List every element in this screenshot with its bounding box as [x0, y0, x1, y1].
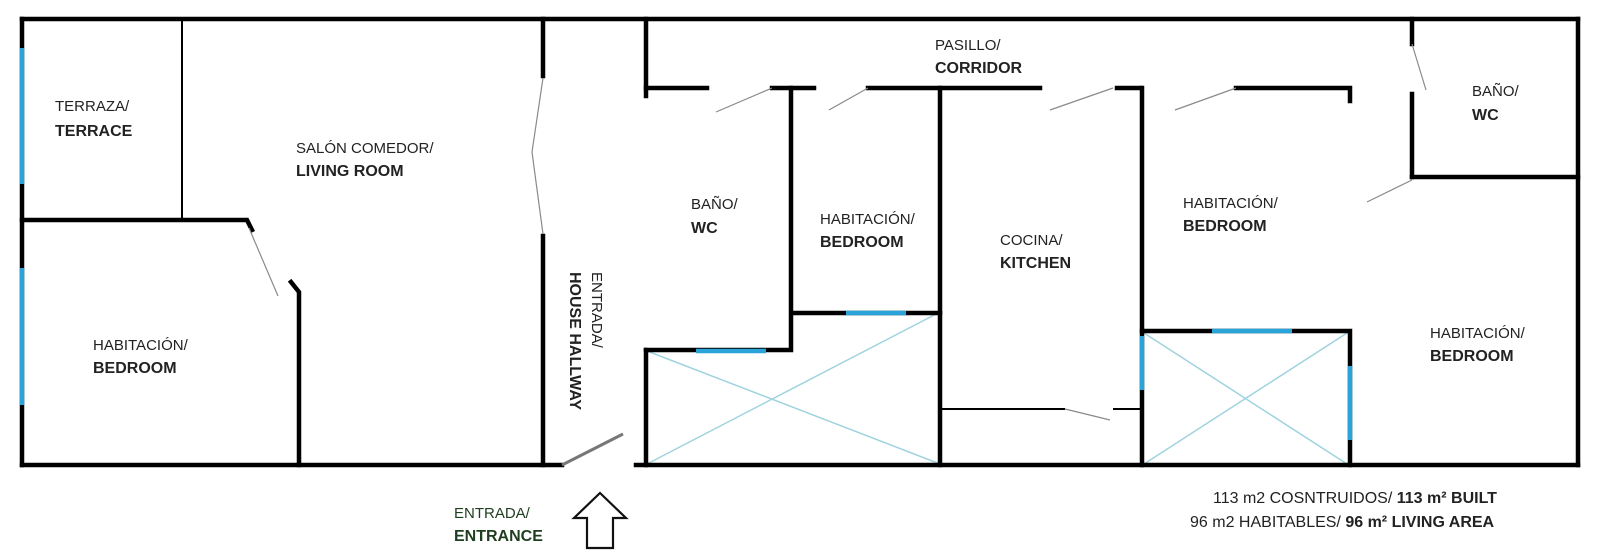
- area-living: 96 m2 HABITABLES/ 96 m² LIVING AREA: [1190, 514, 1495, 531]
- bedroom-right-label-en: BEDROOM: [1430, 348, 1514, 365]
- wc1-label-en: WC: [691, 220, 718, 237]
- hallway-label-es: ENTRADA/: [588, 272, 605, 349]
- wc2-label-es: BAÑO/: [1472, 83, 1520, 100]
- door-bedroom-right: [1366, 179, 1413, 203]
- void-cross-left: [646, 311, 941, 465]
- terrace-label-en: TERRACE: [55, 123, 133, 140]
- bedroom3-label-en: BEDROOM: [1183, 218, 1267, 235]
- wall-bedroom-living: [287, 278, 302, 468]
- door-bedroom-left: [248, 227, 279, 297]
- area-built-es: 113 m2 COSNTRUIDOS/: [1213, 490, 1393, 507]
- hallway-label-en: HOUSE HALLWAY: [566, 272, 583, 410]
- area-living-es: 96 m2 HABITABLES/: [1190, 514, 1341, 531]
- door-hallway-living: [531, 77, 544, 235]
- bedroom-left-label-es: HABITACIÓN/: [93, 337, 189, 354]
- entrance-label-es: ENTRADA/: [454, 505, 531, 522]
- door-wc2: [1411, 43, 1427, 91]
- wc2-label-en: WC: [1472, 107, 1499, 124]
- wc1-label-es: BAÑO/: [691, 196, 739, 213]
- windows: [19, 48, 1353, 440]
- bedroom-left-label-en: BEDROOM: [93, 360, 177, 377]
- living-room-label-es: SALÓN COMEDOR/: [296, 140, 434, 157]
- wall-corridor-e: [1233, 85, 1353, 104]
- door-entrance: [561, 432, 624, 467]
- door-bedroom3: [1174, 87, 1237, 111]
- door-bedroom2: [828, 87, 869, 111]
- corridor-label-en: CORRIDOR: [935, 60, 1023, 77]
- entrance-label-en: ENTRANCE: [454, 528, 543, 545]
- door-kitchen: [1049, 87, 1114, 111]
- terrace-label-es: TERRAZA/: [55, 98, 130, 115]
- area-built: 113 m2 COSNTRUIDOS/ 113 m² BUILT: [1213, 490, 1497, 507]
- bedroom3-label-es: HABITACIÓN/: [1183, 195, 1279, 212]
- thin-walls: [181, 19, 1142, 410]
- area-built-en: 113 m² BUILT: [1397, 490, 1497, 507]
- void-crosses: [646, 311, 1348, 465]
- living-room-label-en: LIVING ROOM: [296, 163, 404, 180]
- wall-terrace-bedroom: [19, 217, 256, 234]
- door-wc1: [715, 87, 773, 113]
- bedroom-right-label-es: HABITACIÓN/: [1430, 325, 1526, 342]
- bedroom2-label-es: HABITACIÓN/: [820, 211, 916, 228]
- up-arrow-icon: [571, 491, 629, 550]
- kitchen-label-en: KITCHEN: [1000, 255, 1071, 272]
- door-swings: [248, 43, 1427, 421]
- bedroom2-label-en: BEDROOM: [820, 234, 904, 251]
- kitchen-label-es: COCINA/: [1000, 232, 1063, 249]
- void-cross-right: [1143, 332, 1348, 465]
- wall-wc1-right: [643, 85, 794, 353]
- door-kitchen-counter: [1064, 408, 1111, 421]
- corridor-label-es: PASILLO/: [935, 37, 1001, 54]
- area-living-en: 96 m² LIVING AREA: [1345, 514, 1494, 531]
